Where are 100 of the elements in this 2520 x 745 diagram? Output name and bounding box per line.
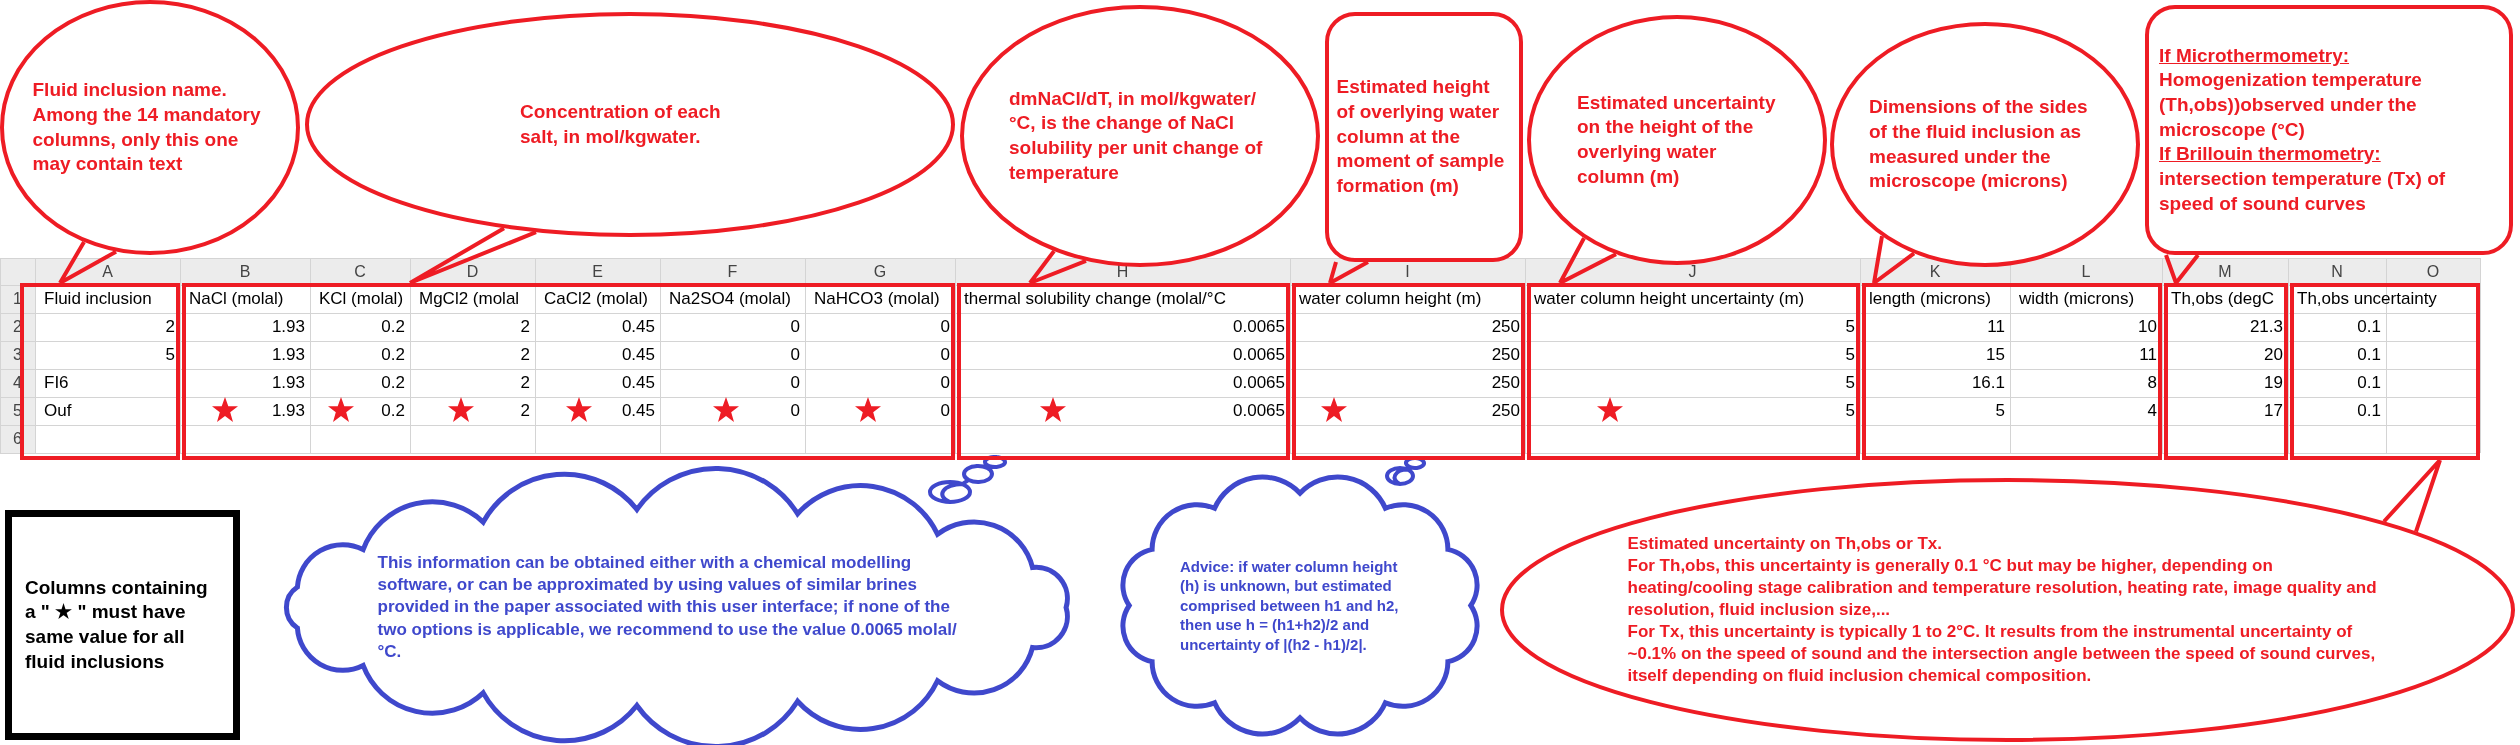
cell-value: 0.2 — [381, 400, 405, 422]
cell-value: 5 — [1995, 400, 2005, 422]
column-letter: L — [2080, 262, 2092, 282]
callout-text: Fluid inclusion name. Among the 14 mandatory columns, only this one may contain text — [32, 78, 262, 177]
column-letter: A — [101, 262, 114, 282]
speech-bubble — [1325, 12, 1523, 262]
callout-text: For Th,obs, this uncertainty is generally 0.1 °C but may be higher, depending on heating/cooling stage calibration and temperature resolution, heating rate, image quality and resolution, fluid inclusion size,... — [1627, 554, 2378, 621]
cell-value: 2 — [520, 400, 530, 422]
callout-tail — [408, 226, 538, 285]
cell-value: 250 — [1491, 344, 1520, 366]
cell-value: 250 — [1491, 400, 1520, 422]
callout-text: Dimensions of the sides of the fluid inclusion as measured under the microscope (microns) — [1869, 95, 2089, 194]
column-letter: H — [1115, 262, 1130, 282]
cell-value: 0.2 — [381, 372, 405, 394]
cell-value: FI6 — [44, 372, 69, 394]
column-header: length (microns) — [1869, 288, 1991, 310]
cell-value: 0.0065 — [1233, 372, 1285, 394]
cell-value: 0 — [940, 344, 950, 366]
callout-tail — [1328, 260, 1370, 285]
highlight-frame — [1527, 283, 1860, 460]
callout-text: intersection temperature (Tx) of speed of sound curves — [2159, 167, 2447, 216]
column-header: MgCl2 (molal — [419, 288, 520, 310]
column-header: Th,obs uncertainty — [2297, 288, 2437, 310]
cell-value: 20 — [2264, 344, 2283, 366]
cell-value: Ouf — [44, 400, 72, 422]
cell-value: 0.45 — [621, 372, 655, 394]
cell-value: 8 — [2147, 372, 2157, 394]
cell-value: 19 — [2264, 372, 2283, 394]
column-header: thermal solubility change (molal/°C — [964, 288, 1226, 310]
highlight-frame — [182, 283, 955, 460]
column-header: CaCl2 (molal) — [544, 288, 648, 310]
note-text: Columns containing a " ★ " must have same value for all fluid inclusions — [25, 575, 209, 674]
callout-text: Estimated uncertainty on the height of the overlying water column (m) — [1577, 90, 1777, 189]
cell-value: 4 — [2147, 400, 2157, 422]
cell-value: 2 — [520, 372, 530, 394]
cell-value: 5 — [165, 344, 175, 366]
column-header: width (microns) — [2019, 288, 2135, 310]
row-number: 1 — [12, 289, 23, 309]
cell-value: 0 — [790, 344, 800, 366]
cell-value: 15 — [1986, 344, 2005, 366]
cell-value: 250 — [1491, 316, 1520, 338]
callout-text: dmNaCl/dT, in mol/kgwater/°C, is the change of NaCl solubility per unit change of temperature — [1009, 86, 1264, 185]
column-header: NaHCO3 (molal) — [814, 288, 940, 310]
cell-value: 0 — [790, 372, 800, 394]
callout-text: If Brillouin thermometry: — [2159, 142, 2382, 167]
column-letter: D — [465, 262, 480, 282]
cell-value: 0 — [790, 316, 800, 338]
column-header: NaCl (molal) — [189, 288, 284, 310]
highlight-frame — [20, 283, 180, 460]
highlight-frame — [2290, 283, 2480, 460]
callout-text: If Microthermometry: — [2159, 43, 2351, 68]
cell-value: 2 — [520, 344, 530, 366]
cell-value: 0.2 — [381, 344, 405, 366]
cell-value: 0.45 — [621, 344, 655, 366]
cell-value: 0.1 — [2357, 372, 2381, 394]
row-number: 4 — [12, 373, 23, 393]
callout-text: Concentration of each salt, in mol/kgwater. — [520, 99, 722, 149]
cell-value: 0.45 — [621, 316, 655, 338]
cell-value: 1.93 — [271, 344, 305, 366]
callout-text: Advice: if water column height (h) is unknown, but estimated comprised between h1 and h2, then use h = (h1+h2)/2 and uncertainty of |(h2 - h1)/2|. — [1180, 556, 1400, 655]
column-letter: I — [1404, 262, 1411, 282]
speech-bubble — [1500, 478, 2515, 742]
callout-tail — [58, 240, 118, 285]
callout-text: For Tx, this uncertainty is typically 1 to 2°C. It results from the instrumental uncertainty of ~0.1% on the speed of sound and the intersection angle between the speed of sound curves, itself depending on fluid inclusion chemical composition. — [1627, 621, 2377, 688]
column-letter: K — [1928, 262, 1942, 282]
column-header: KCl (molal) — [319, 288, 404, 310]
highlight-frame — [1862, 283, 2162, 460]
speech-bubble — [305, 12, 955, 237]
column-letter: C — [353, 262, 367, 282]
cell-value: 0.45 — [621, 400, 655, 422]
column-letter: J — [1687, 262, 1698, 282]
cell-value: 11 — [2139, 344, 2157, 366]
column-letter: F — [726, 262, 739, 282]
callout-tail — [1028, 249, 1088, 285]
highlight-frame — [1292, 283, 1525, 460]
cell-value: 1.93 — [271, 316, 305, 338]
cell-value: 2 — [165, 316, 175, 338]
cell-value: 5 — [1845, 316, 1855, 338]
highlight-frame — [957, 283, 1290, 460]
column-letter: O — [2425, 262, 2441, 282]
column-letter: G — [872, 262, 888, 282]
cell-value: 5 — [1845, 372, 1855, 394]
cell-value: 250 — [1491, 372, 1520, 394]
cell-value: 0 — [940, 316, 950, 338]
cell-value: 16.1 — [1971, 372, 2005, 394]
cell-value: 11 — [1987, 316, 2005, 338]
column-letter: M — [2217, 262, 2233, 282]
note-box — [5, 510, 240, 740]
column-header: water column height (m) — [1299, 288, 1482, 310]
column-header: Fluid inclusion — [44, 288, 152, 310]
cell-value: 2 — [520, 316, 530, 338]
speech-bubble — [960, 5, 1320, 267]
callout-tail — [1872, 234, 1916, 285]
cell-value: 0.0065 — [1233, 400, 1285, 422]
speech-bubble — [1527, 15, 1827, 265]
cell-value: 1.93 — [271, 372, 305, 394]
column-letter: B — [238, 262, 252, 282]
speech-bubble — [0, 0, 300, 255]
column-letter: N — [2330, 262, 2344, 282]
cell-value: 5 — [1845, 344, 1855, 366]
